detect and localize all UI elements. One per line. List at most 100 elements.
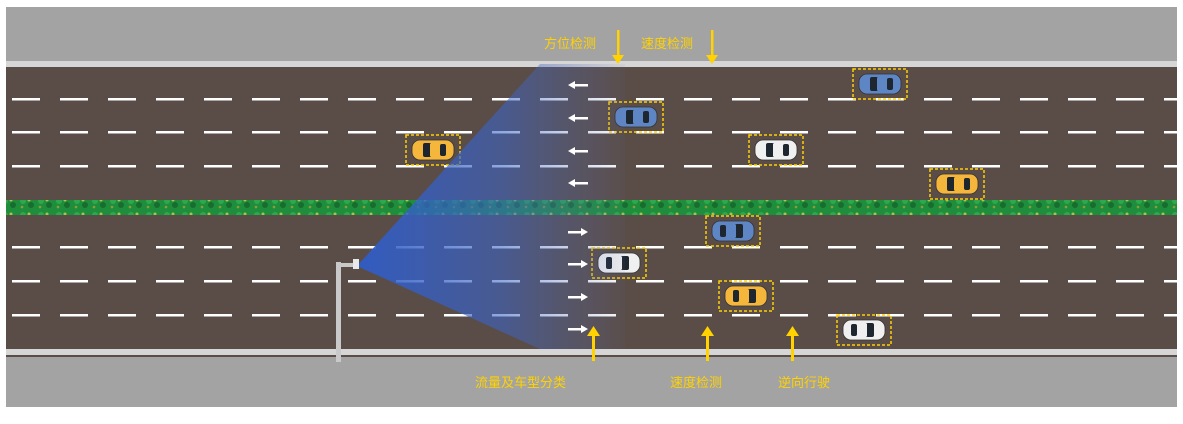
lane-dash [732,165,760,168]
lane-dash [1164,131,1183,134]
lane-dash [252,280,280,283]
speed-detection-top-label: 速度检测 [641,37,694,52]
lane-dash [1068,98,1096,101]
lane-dash [1116,246,1144,249]
lane-dash [396,165,424,168]
car-icon [718,280,774,312]
lane-dash [12,314,40,317]
radar-sensor-icon [353,259,359,269]
lane-dash [876,280,904,283]
lane-dash [12,246,40,249]
lane-dash [108,98,136,101]
lane-dash [348,280,376,283]
car-icon [929,168,985,200]
bottom-edge-line [6,349,1177,355]
lane-dash [1020,280,1048,283]
lane-dash [300,98,328,101]
arrow-right-icon [568,325,588,333]
azimuth-detection-label: 方位检测 [544,37,597,52]
lane-dash [780,131,808,134]
top-detection-markers [612,30,718,64]
lane-dash [60,165,88,168]
lane-dash [924,98,952,101]
lane-dash [348,98,376,101]
car-icon [705,215,761,247]
lane-dash [972,314,1000,317]
lane-dash [684,246,712,249]
lane-dash [252,246,280,249]
lane-dash [156,280,184,283]
lane-dash [684,98,712,101]
lane-dash [1020,165,1048,168]
lane-dash [204,314,232,317]
lane-dash [780,98,808,101]
lane-dash [108,280,136,283]
speed-detection-bottom-label: 速度检测 [670,376,723,391]
lane-dash [732,98,760,101]
arrow-right-icon [568,260,588,268]
lane-dash [732,314,760,317]
lane-dash [156,98,184,101]
lane-dash [1164,246,1183,249]
lane-dash [204,246,232,249]
lane-dash [732,246,760,249]
lane-dash [300,165,328,168]
lane-dash [1116,280,1144,283]
lane-dash [1020,314,1048,317]
lane-dash [300,246,328,249]
lane-dash [732,131,760,134]
flow-and-type-label: 流量及车型分类 [475,376,567,391]
lane-dash [1068,280,1096,283]
lane-dash [876,165,904,168]
lane-dash [1020,246,1048,249]
lane-dash [252,165,280,168]
lane-dash [924,246,952,249]
lane-dash [828,165,856,168]
radar-beam [357,64,625,349]
lane-dash [12,131,40,134]
car-icon [608,101,664,133]
bottom-detection-markers [587,326,799,361]
lane-dash [876,131,904,134]
car-icon [748,134,804,166]
lane-dash [444,314,472,317]
lane-dash [1116,98,1144,101]
lane-dash [972,98,1000,101]
arrow-right-icon [568,228,588,236]
lane-dash [1020,98,1048,101]
lane-dash [636,98,664,101]
lane-dash [108,246,136,249]
lane-dash [300,131,328,134]
lane-dash [780,280,808,283]
lane-dash [12,165,40,168]
lane-dash [252,131,280,134]
lane-dash [828,246,856,249]
lane-dash [636,280,664,283]
top-shoulder [6,7,1177,64]
lane-dash [108,131,136,134]
lane-dash [924,280,952,283]
lane-dash [684,280,712,283]
lane-dash [204,131,232,134]
lane-dash [108,314,136,317]
flow-arrows [568,81,588,333]
lane-dash [1164,314,1183,317]
lane-dash [60,131,88,134]
lane-dash [780,165,808,168]
lane-dash [444,131,472,134]
lane-dash [972,165,1000,168]
lane-dash [1068,246,1096,249]
lane-dash [108,165,136,168]
lane-dash [1116,314,1144,317]
lane-dash [204,98,232,101]
lane-dash [636,165,664,168]
car-icon [405,134,461,166]
lane-dash [924,131,952,134]
lane-dash [60,98,88,101]
lane-dash [828,131,856,134]
lane-dash [348,314,376,317]
lane-dash [204,165,232,168]
lane-dash [828,98,856,101]
lane-markings [12,98,1183,317]
